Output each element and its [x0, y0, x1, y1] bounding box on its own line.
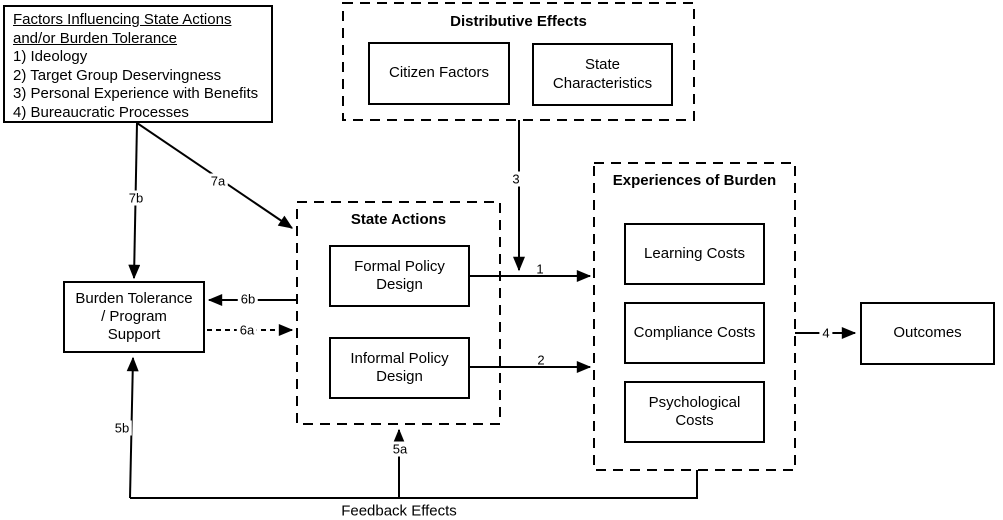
learning-costs-box: Learning Costs: [624, 223, 765, 285]
arrow-label-7a: 7a: [207, 173, 229, 189]
state-actions-group-border: [296, 201, 501, 425]
arrow-label-3: 3: [509, 171, 523, 187]
factors-item-bureaucratic: 4) Bureaucratic Processes: [13, 103, 189, 121]
factors-item-personal-experience: 3) Personal Experience with Benefits: [13, 85, 259, 103]
arrow-label-2: 2: [537, 352, 545, 368]
arrow-label-7b: 7b: [125, 190, 147, 206]
feedback-effects-label: Feedback Effects: [341, 502, 457, 520]
arrow-label-6a: 6a: [236, 322, 258, 338]
arrow-label-6b: 6b: [237, 291, 259, 307]
formal-policy-design-box: Formal Policy Design: [329, 245, 470, 307]
state-actions-group-title: State Actions: [350, 211, 447, 228]
factors-box: Factors Influencing State Actions and/or…: [3, 5, 273, 123]
citizen-factors-box: Citizen Factors: [368, 42, 510, 105]
arrow-label-4: 4: [819, 325, 833, 341]
factors-title: Factors Influencing State Actions and/or…: [13, 11, 232, 47]
compliance-costs-box: Compliance Costs: [624, 302, 765, 364]
psychological-costs-box: Psychological Costs: [624, 381, 765, 443]
informal-policy-design-box: Informal Policy Design: [329, 337, 470, 399]
distributive-effects-group-border: [342, 2, 695, 121]
arrow-label-5b: 5b: [111, 420, 133, 436]
experiences-of-burden-group-title: Experiences of Burden: [612, 172, 777, 189]
factors-item-deservingness: 2) Target Group Deservingness: [13, 66, 222, 84]
distributive-effects-group-title: Distributive Effects: [450, 13, 587, 30]
feedback-line: [130, 470, 698, 499]
arrow-label-5a: 5a: [389, 441, 411, 457]
burden-tolerance-box: Burden Tolerance / Program Support: [63, 281, 205, 353]
factors-item-ideology: 1) Ideology: [13, 48, 88, 66]
outcomes-box: Outcomes: [860, 302, 995, 365]
arrow-label-1: 1: [536, 261, 544, 277]
state-characteristics-box: State Characteristics: [532, 43, 673, 106]
